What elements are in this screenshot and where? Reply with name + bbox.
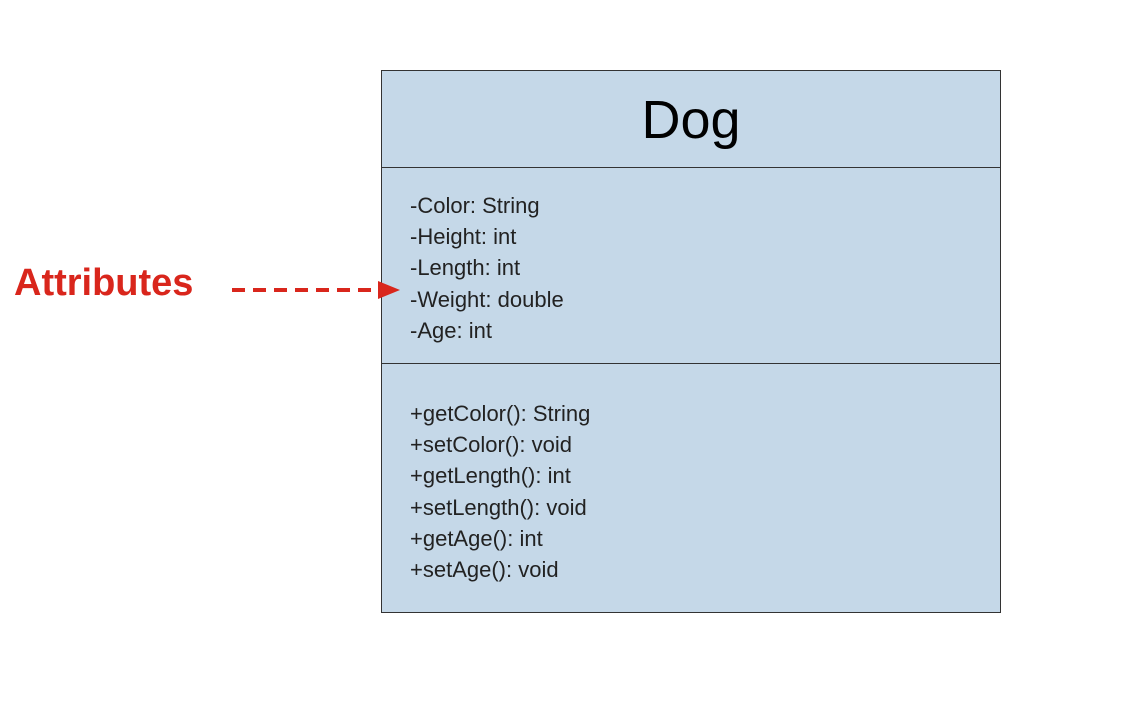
attributes-callout-label: Attributes <box>14 262 194 304</box>
attribute-item: -Age: int <box>410 317 492 343</box>
method-item: +setLength(): void <box>410 494 587 520</box>
attribute-list: -Color: String -Height: int -Length: int… <box>410 190 564 346</box>
class-name-section: Dog <box>382 71 1000 168</box>
callout-arrow-head <box>378 281 400 299</box>
method-item: +setColor(): void <box>410 432 573 458</box>
attribute-item: -Weight: double <box>410 286 564 312</box>
method-item: +getLength(): int <box>410 463 571 489</box>
method-item: +getColor(): String <box>410 401 591 426</box>
method-item: +getAge(): int <box>410 525 543 551</box>
class-name: Dog <box>641 90 741 150</box>
methods-section: +getColor(): String +setColor(): void +g… <box>382 364 1000 612</box>
attribute-item: -Height: int <box>410 224 517 250</box>
callout-arrow-icon <box>232 281 400 299</box>
attribute-item: -Color: String <box>410 193 540 218</box>
attribute-item: -Length: int <box>410 255 521 281</box>
uml-class-box: Dog -Color: String -Height: int -Length:… <box>381 70 1001 613</box>
method-item: +setAge(): void <box>410 557 559 583</box>
attributes-section: -Color: String -Height: int -Length: int… <box>382 168 1000 364</box>
method-list: +getColor(): String +setColor(): void +g… <box>410 398 590 585</box>
